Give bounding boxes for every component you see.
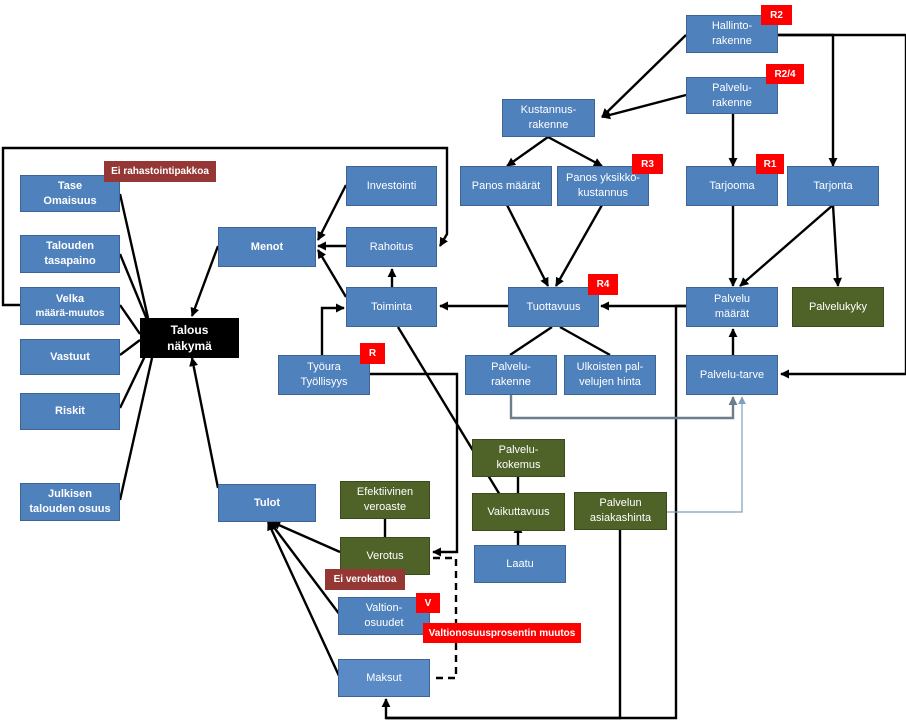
node-tuottavuus: Tuottavuus: [508, 287, 599, 327]
edge-panosmaarat-tuottavuus: [505, 204, 550, 287]
edge-kustannus-yksikko: [547, 135, 603, 168]
node-palvelun-asiakashinta: Palvelun asiakashinta: [574, 492, 667, 530]
node-julkisen-talouden-osuus: Julkisen talouden osuus: [20, 483, 120, 521]
edge-valtionosuudet-tulot: [269, 521, 341, 616]
tag-valtionosuusprosentin-muutos: Valtionosuusprosentin muutos: [423, 623, 581, 643]
node-tulot: Tulot: [218, 484, 316, 522]
edge-yksikko-tuottavuus: [554, 204, 604, 287]
edge-tarjonta-palvmaarat: [739, 204, 834, 287]
node-tyoura-tyollisyys: Työura Työllisyys: [278, 355, 370, 395]
edge-palvrakmid-tuottavuus: [509, 326, 553, 356]
node-palvelukyky: Palvelukyky: [792, 287, 884, 327]
tag-r3: R3: [632, 154, 663, 174]
node-talous-nakyma: Talous näkymä: [140, 318, 239, 358]
edge-tasapaino-talous: [118, 253, 150, 323]
node-rahoitus: Rahoitus: [346, 227, 437, 267]
node-vastuut: Vastuut: [20, 339, 120, 375]
node-palvelukokemus: Palvelu- kokemus: [472, 439, 565, 477]
edge-velka-rahoitus: [1, 146, 449, 307]
edge-tulot-talous: [189, 357, 220, 489]
edge-velka-talous: [119, 304, 141, 335]
node-palvelurakenne-top: Palvelu- rakenne: [686, 77, 778, 114]
node-velka-sublabel: määrä-muutos: [35, 307, 105, 319]
tag-r2-4: R2/4: [766, 64, 804, 84]
edge-vastuut-talous: [119, 339, 141, 356]
node-velka-label: Velka: [55, 292, 85, 305]
node-toiminta: Toiminta: [346, 287, 437, 327]
edge-julkisen-talous: [118, 357, 154, 501]
node-velka: Velka määrä-muutos: [20, 287, 120, 325]
edge-toiminta-menot: [316, 249, 348, 298]
node-valtionosuudet: Valtion- osuudet: [338, 597, 430, 635]
node-kustannusrakenne: Kustannus- rakenne: [502, 99, 595, 137]
node-laatu: Laatu: [474, 545, 566, 583]
edge-hallinto-tarjonta: [778, 33, 838, 167]
tag-r: R: [360, 343, 385, 364]
edge-tyoura-verotus: [370, 372, 459, 557]
edge-verotus-tulot: [271, 520, 341, 554]
node-palvelu-maarat: Palvelu määrät: [686, 287, 778, 327]
edge-asiakashinta-tarve: [667, 396, 746, 513]
edge-menot-talous: [190, 245, 220, 317]
node-maksut: Maksut: [338, 659, 430, 697]
node-palvelurakenne-mid: Palvelu- rakenne: [465, 355, 557, 395]
tag-r1: R1: [756, 154, 784, 174]
node-tase-omaisuus: Tase Omaisuus: [20, 175, 120, 212]
edge-hallinto-kustannus: [601, 34, 687, 118]
edge-investointi-menot: [316, 184, 348, 241]
node-riskit: Riskit: [20, 393, 120, 430]
edge-palvrak-kustannus: [601, 93, 687, 120]
edge-ulkoisten-tuottavuus: [559, 325, 611, 357]
edge-palvrakmid-tarve: [509, 395, 738, 420]
tag-ei-rahastointipakkoa: Ei rahastointipakkoa: [104, 161, 216, 182]
node-vaikuttavuus: Vaikuttavuus: [472, 493, 565, 531]
tag-r2: R2: [761, 5, 792, 25]
node-talouden-tasapaino: Talouden tasapaino: [20, 235, 120, 273]
node-panos-maarat: Panos määrät: [460, 166, 552, 206]
edge-maksut-tulot: [266, 521, 342, 679]
edge-verotus-maksut-dashed: [433, 556, 458, 680]
tag-ei-verokattoa: Ei verokattoa: [325, 569, 405, 590]
node-palvelu-tarve: Palvelu-tarve: [686, 355, 778, 395]
tag-r4: R4: [588, 274, 618, 295]
edge-hallinto-tarve: [778, 33, 906, 379]
edge-kustannus-panosmaarat: [506, 136, 549, 167]
node-efektiivinen-veroaste: Efektiivinen veroaste: [340, 481, 430, 519]
edge-tyoura-toiminta: [320, 303, 345, 358]
edge-tarjonta-palvelukyky: [831, 204, 842, 287]
node-investointi: Investointi: [346, 166, 437, 206]
edge-tase-talous: [118, 193, 150, 319]
tag-v: V: [416, 593, 440, 613]
edge-riskit-talous: [118, 355, 147, 409]
node-tarjonta: Tarjonta: [787, 166, 879, 206]
node-ulkoisten-palvelujen-hinta: Ulkoisten pal- velujen hinta: [564, 355, 656, 395]
node-menot: Menot: [218, 227, 316, 267]
